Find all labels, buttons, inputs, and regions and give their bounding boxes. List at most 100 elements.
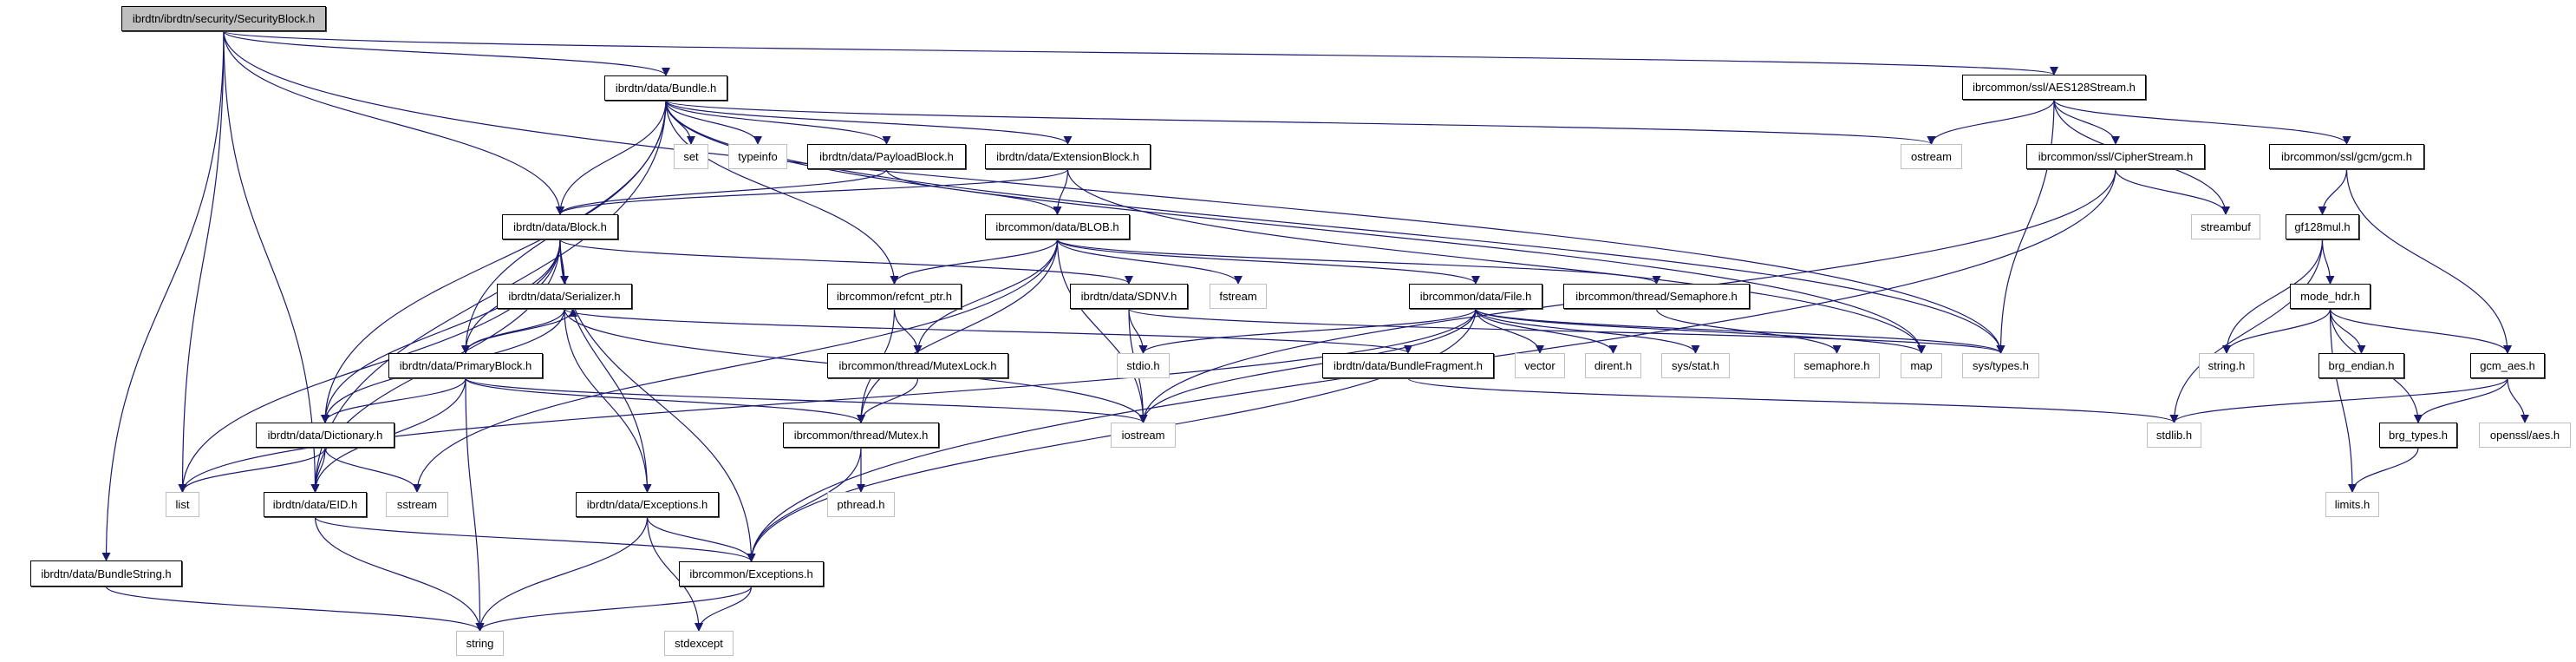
edge-semaphore-to-semaphoreh bbox=[1655, 308, 1842, 354]
edge-refcnt-to-mutexlock bbox=[893, 308, 923, 354]
edge-file-to-systypes bbox=[1475, 308, 2005, 354]
edge-blob-to-fstream bbox=[1056, 239, 1242, 285]
edge-blob-to-iostream bbox=[1056, 239, 1148, 423]
node-opensslaes: openssl/aes.h bbox=[2479, 423, 2571, 448]
node-block[interactable]: ibrdtn/data/Block.h bbox=[502, 214, 618, 239]
edge-serializer-to-dtnexceptions bbox=[564, 308, 652, 493]
edge-primaryblock-to-iostream bbox=[465, 377, 1148, 423]
edge-dictionary-to-sstream bbox=[324, 447, 421, 493]
edge-block-to-dtnexceptions bbox=[559, 239, 652, 493]
edge-file-to-stdio bbox=[1138, 308, 1477, 354]
node-mutex[interactable]: ibrcommon/thread/Mutex.h bbox=[783, 423, 939, 448]
node-ostream: ostream bbox=[1901, 144, 1962, 169]
edge-bundle-to-payloadblock bbox=[665, 100, 891, 145]
node-dictionary[interactable]: ibrdtn/data/Dictionary.h bbox=[256, 423, 395, 448]
edge-securityblock-to-bundlestring bbox=[101, 30, 225, 561]
edge-serializer-to-bundlefragment bbox=[564, 308, 1412, 354]
edge-bundlestring-to-string bbox=[105, 586, 485, 632]
edge-bundle-to-block bbox=[556, 100, 667, 215]
node-file[interactable]: ibrcommon/data/File.h bbox=[1409, 284, 1542, 309]
edge-securityblock-to-list bbox=[178, 30, 225, 493]
edge-extensionblock-to-block bbox=[556, 168, 1069, 215]
edge-file-to-vector bbox=[1475, 308, 1544, 354]
node-aes128stream[interactable]: ibrcommon/ssl/AES128Stream.h bbox=[1962, 75, 2146, 100]
edge-cipherstream-to-streambuf bbox=[2115, 168, 2230, 215]
edge-blob-to-mutexlock bbox=[913, 239, 1059, 354]
edge-eid-to-commonexceptions bbox=[314, 516, 756, 562]
edge-gf128mul-to-stdlib bbox=[2169, 239, 2324, 423]
node-serializer[interactable]: ibrdtn/data/Serializer.h bbox=[497, 284, 632, 309]
edge-commonexceptions-to-stdexcept bbox=[695, 586, 753, 632]
node-extensionblock[interactable]: ibrdtn/data/ExtensionBlock.h bbox=[985, 144, 1151, 169]
edge-securityblock-to-eid bbox=[223, 30, 320, 493]
node-list: list bbox=[166, 492, 199, 517]
edge-bundle-to-eid bbox=[310, 100, 667, 493]
node-bundlestring[interactable]: ibrdtn/data/BundleString.h bbox=[30, 560, 182, 587]
edge-gcmaes-to-opensslaes bbox=[2507, 377, 2529, 423]
node-bundle[interactable]: ibrdtn/data/Bundle.h bbox=[604, 75, 727, 101]
node-streambuf: streambuf bbox=[2191, 214, 2260, 239]
edge-aes128stream-to-gcm bbox=[2053, 99, 2351, 145]
edge-extensionblock-to-blob bbox=[1053, 168, 1069, 215]
node-commonexceptions[interactable]: ibrcommon/Exceptions.h bbox=[679, 561, 824, 587]
edge-blob-to-semaphore bbox=[1056, 239, 1661, 285]
node-bundlefragment[interactable]: ibrdtn/data/BundleFragment.h bbox=[1322, 353, 1494, 378]
edge-brgtypes-to-limits bbox=[2348, 447, 2419, 493]
edge-file-to-list bbox=[178, 308, 1477, 493]
node-brgtypes[interactable]: brg_types.h bbox=[2379, 423, 2457, 448]
node-cipherstream[interactable]: ibrcommon/ssl/CipherStream.h bbox=[2026, 144, 2205, 169]
edge-gf128mul-to-stringh bbox=[2222, 239, 2324, 354]
edge-aes128stream-to-systypes bbox=[1996, 99, 2055, 354]
edge-gcmaes-to-stdlib bbox=[2169, 377, 2508, 423]
node-primaryblock[interactable]: ibrdtn/data/PrimaryBlock.h bbox=[388, 353, 543, 378]
node-eid[interactable]: ibrdtn/data/EID.h bbox=[264, 492, 367, 517]
node-set: set bbox=[674, 144, 708, 169]
node-refcnt[interactable]: ibrcommon/refcnt_ptr.h bbox=[827, 284, 962, 309]
edge-file-to-iostream bbox=[1138, 308, 1477, 423]
node-sdnv[interactable]: ibrdtn/data/SDNV.h bbox=[1070, 284, 1188, 309]
node-iostream: iostream bbox=[1111, 423, 1176, 448]
edge-bundle-to-typeinfo bbox=[665, 100, 762, 145]
node-brgendian[interactable]: brg_endian.h bbox=[2318, 353, 2404, 378]
edge-aes128stream-to-cipherstream bbox=[2053, 99, 2120, 145]
node-modehdr[interactable]: mode_hdr.h bbox=[2290, 284, 2371, 309]
node-dtnexceptions[interactable]: ibrdtn/data/Exceptions.h bbox=[576, 492, 719, 517]
edge-dictionary-to-eid bbox=[310, 447, 326, 493]
edge-primaryblock-to-serializer bbox=[465, 308, 577, 354]
node-payloadblock[interactable]: ibrdtn/data/PayloadBlock.h bbox=[807, 144, 966, 169]
node-typeinfo: typeinfo bbox=[728, 144, 787, 169]
node-semaphoreh: semaphore.h bbox=[1794, 353, 1880, 378]
edge-block-to-dictionary bbox=[321, 239, 561, 423]
node-stdio: stdio.h bbox=[1117, 353, 1170, 378]
edge-modehdr-to-gcmaes bbox=[2329, 308, 2512, 354]
edge-bundle-to-ostream bbox=[665, 100, 1935, 145]
edge-primaryblock-to-mutex bbox=[465, 377, 865, 423]
node-dirent: dirent.h bbox=[1585, 353, 1641, 378]
edge-blob-to-mutex bbox=[857, 239, 1059, 423]
node-securityblock[interactable]: ibrdtn/ibrdtn/security/SecurityBlock.h bbox=[121, 6, 326, 31]
edge-securityblock-to-block bbox=[223, 30, 564, 215]
edge-gcm-to-gf128mul bbox=[2318, 168, 2348, 215]
edge-bundle-to-systypes bbox=[665, 100, 2005, 354]
node-gcmaes[interactable]: gcm_aes.h bbox=[2470, 353, 2545, 378]
edge-gcmaes-to-brgtypes bbox=[2414, 377, 2508, 423]
node-mutexlock[interactable]: ibrcommon/thread/MutexLock.h bbox=[827, 353, 1008, 378]
node-gcm[interactable]: ibrcommon/ssl/gcm/gcm.h bbox=[2269, 144, 2424, 169]
node-gf128mul[interactable]: gf128mul.h bbox=[2286, 214, 2359, 239]
edge-gf128mul-to-modehdr bbox=[2321, 239, 2335, 285]
node-blob[interactable]: ibrcommon/data/BLOB.h bbox=[985, 214, 1130, 239]
node-semaphore[interactable]: ibrcommon/thread/Semaphore.h bbox=[1563, 284, 1750, 309]
node-sysstat: sys/stat.h bbox=[1661, 353, 1730, 378]
edge-sdnv-to-systypes bbox=[1128, 308, 2005, 354]
edge-gcm-to-gcmaes bbox=[2345, 168, 2512, 354]
node-stdlib: stdlib.h bbox=[2147, 423, 2201, 448]
edge-bundlefragment-to-stdlib bbox=[1407, 377, 2179, 423]
edge-bundle-to-refcnt bbox=[665, 100, 899, 285]
node-fstream: fstream bbox=[1210, 284, 1267, 309]
edge-mutexlock-to-mutex bbox=[857, 377, 919, 423]
edge-securityblock-to-aes128stream bbox=[223, 30, 2058, 75]
edge-blob-to-file bbox=[1056, 239, 1480, 285]
edge-bundle-to-extensionblock bbox=[665, 100, 1073, 145]
